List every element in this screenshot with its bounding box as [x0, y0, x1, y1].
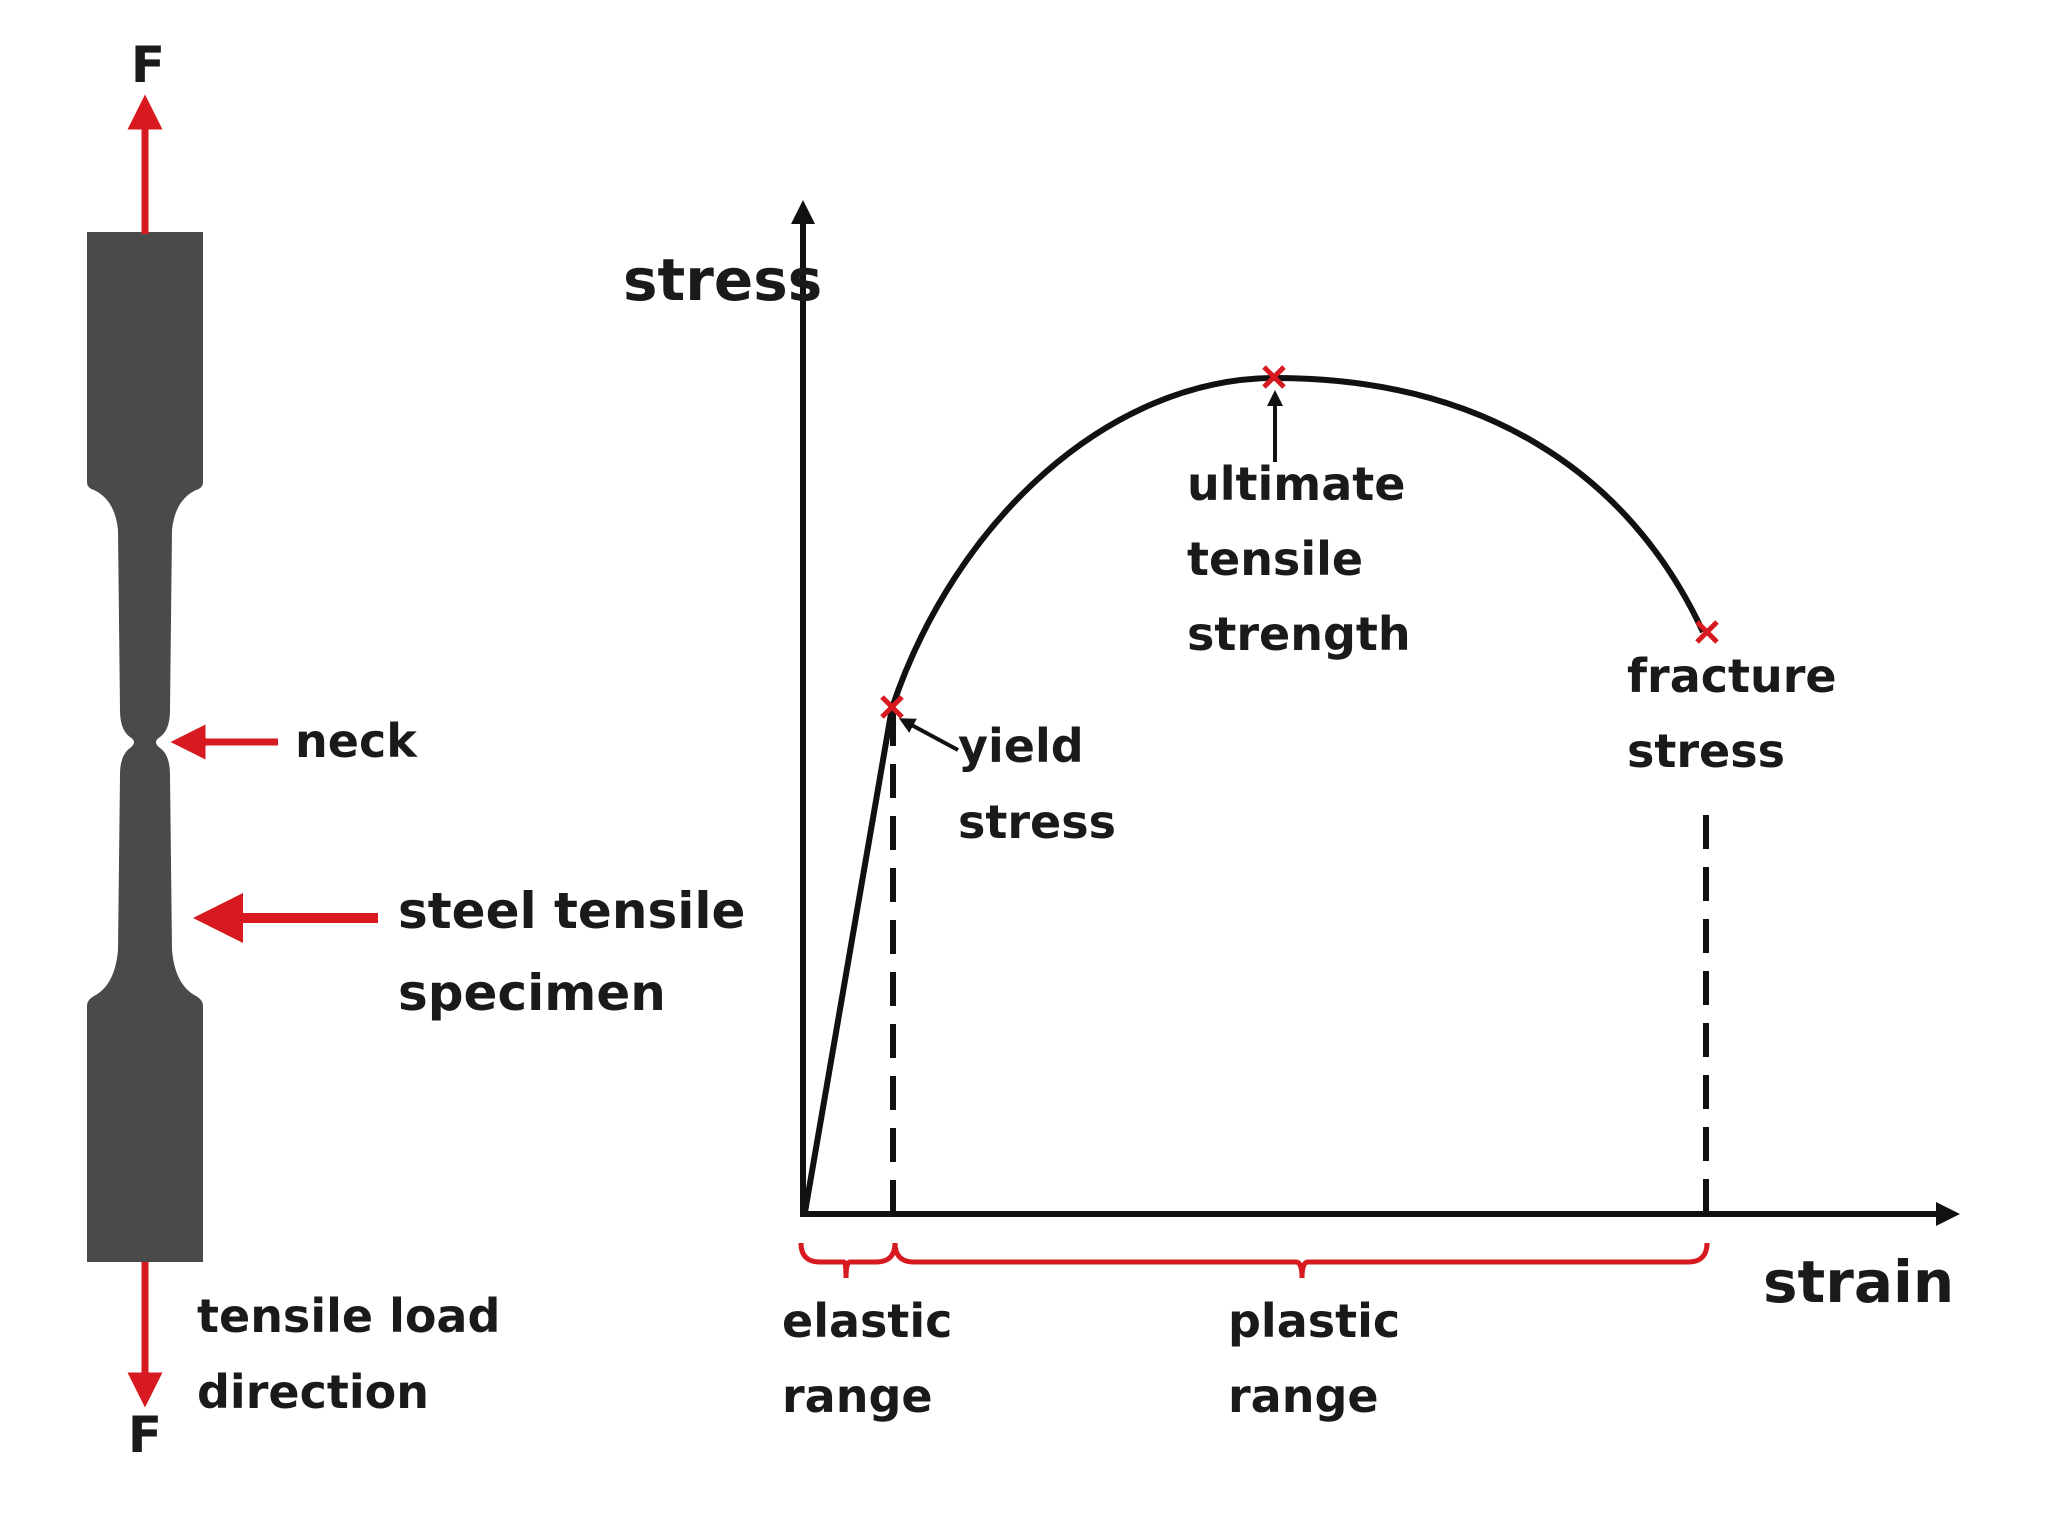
uts-label-line3: strength	[1187, 607, 1411, 661]
load-direction-line1: tensile load	[197, 1289, 500, 1343]
uts-label-line2: tensile	[1187, 532, 1363, 586]
x-axis-label: strain	[1763, 1248, 1954, 1316]
elastic-range-line2: range	[782, 1369, 933, 1423]
yield-pointer-arrow	[898, 718, 959, 752]
fracture-point-marker	[1695, 620, 1719, 644]
fracture-label-line2: stress	[1627, 724, 1785, 778]
plastic-range-bracket	[892, 1242, 1710, 1279]
specimen-group: F F neck steel tensile specimen tensile …	[87, 36, 745, 1464]
yield-point-marker	[880, 695, 904, 719]
tensile-specimen-shape	[87, 232, 203, 1262]
uts-point-marker	[1262, 365, 1286, 389]
stress-strain-graph: stress strain ultimate ten	[623, 200, 1960, 1423]
force-label-bottom: F	[128, 1406, 162, 1464]
elastic-range-line1: elastic	[782, 1294, 952, 1348]
neck-label: neck	[295, 714, 418, 768]
plastic-range-line1: plastic	[1228, 1294, 1400, 1348]
plastic-range-line2: range	[1228, 1369, 1379, 1423]
specimen-label-line2: specimen	[398, 964, 666, 1022]
y-axis-label: stress	[623, 246, 822, 314]
yield-label-line1: yield	[958, 719, 1084, 773]
specimen-label-line1: steel tensile	[398, 882, 745, 940]
uts-label-line1: ultimate	[1187, 457, 1405, 511]
force-label-top: F	[131, 36, 165, 94]
elastic-range-bracket	[798, 1242, 898, 1279]
fracture-label-line1: fracture	[1627, 649, 1837, 703]
yield-label-line2: stress	[958, 795, 1116, 849]
load-direction-line2: direction	[197, 1365, 429, 1419]
